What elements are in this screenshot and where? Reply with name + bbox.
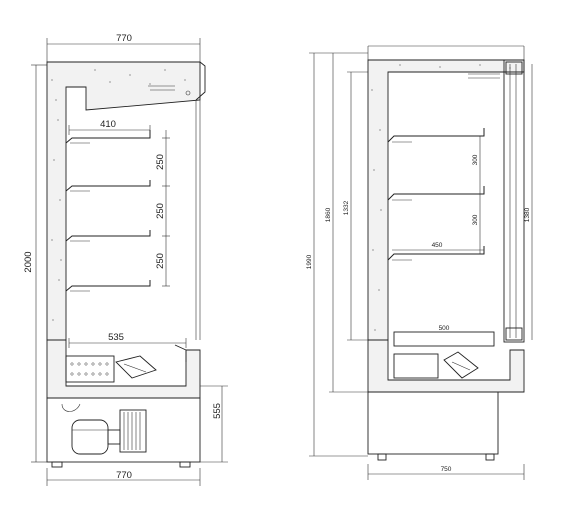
right-dim-deck-depth: 500 [439, 325, 450, 332]
left-shelves [65, 130, 151, 292]
right-dim-display: 1332 [343, 200, 350, 215]
right-bottom-tub [367, 339, 525, 393]
right-dim-shelf-depth: 450 [432, 242, 443, 249]
right-dim-spacing-2: 300 [472, 214, 479, 225]
left-dim-spacing-1: 250 [155, 154, 166, 170]
right-dim-spacing-1: 300 [472, 154, 479, 165]
compressor-icon [61, 403, 147, 455]
right-view: 1990 1860 1332 1380 [306, 45, 533, 480]
left-dim-top: 770 [116, 33, 132, 44]
left-view: 770 2000 410 [23, 33, 228, 486]
right-dim-door: 1380 [524, 207, 531, 222]
left-dim-deck-depth: 535 [108, 332, 124, 343]
left-dim-shelf-depth: 410 [100, 119, 116, 130]
right-dim-interior: 1860 [325, 207, 332, 222]
right-shelves [387, 128, 485, 261]
left-dim-base: 555 [212, 403, 223, 419]
left-dim-height: 2000 [23, 251, 34, 272]
right-dim-total: 1990 [306, 254, 313, 269]
left-cabinet-shell [46, 61, 201, 341]
right-dim-bottom: 750 [441, 466, 452, 473]
left-dim-spacing-2: 250 [155, 203, 166, 219]
left-dim-bottom: 770 [116, 470, 132, 481]
right-cabinet-shell [367, 59, 525, 341]
left-dim-spacing-3: 250 [155, 253, 166, 269]
